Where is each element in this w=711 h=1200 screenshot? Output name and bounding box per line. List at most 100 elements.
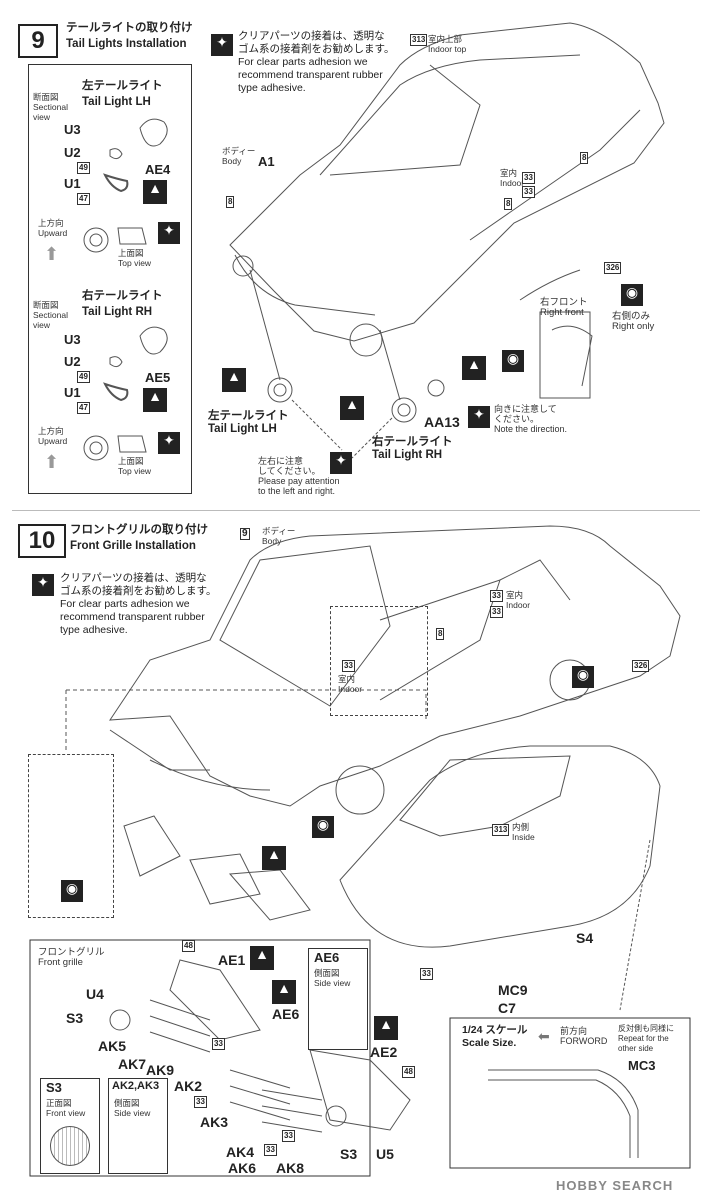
grille-paint-33-1: 33 — [212, 1038, 225, 1050]
upward-arrow-icon: ⬆ — [44, 452, 60, 472]
glue-icon: ✦ — [158, 222, 180, 244]
step9-paint-8b: 8 — [580, 152, 589, 164]
step10-callout-frame-pillar — [28, 754, 114, 918]
decal-icon: ▲ — [143, 388, 167, 412]
grille-ak5: AK5 — [98, 1038, 127, 1054]
step9-paint-33b: 33 — [522, 186, 535, 198]
grille-paint-48a: 48 — [182, 940, 195, 952]
grille-paint-33-4: 33 — [264, 1144, 277, 1156]
step10-c7: C7 — [498, 1000, 516, 1016]
rh-ae5: AE5 — [145, 370, 171, 385]
drill-icon: ◉ — [621, 284, 643, 306]
step9-paint-326: 326 — [604, 262, 622, 274]
step10-paint-33b: 33 — [490, 606, 503, 618]
grille-ak9: AK9 — [146, 1062, 175, 1078]
lh-title-en: Tail Light LH — [82, 96, 151, 108]
lh-part-u2: U2 — [64, 145, 81, 160]
step10-callout-frame-indoor — [330, 606, 428, 716]
lh-paint-49: 49 — [77, 162, 90, 174]
step9-title-en: Tail Lights Installation — [66, 38, 187, 50]
decal-icon: ▲ — [262, 846, 286, 870]
step10-paint-313: 313 — [492, 824, 510, 836]
lh-part-u1: U1 — [64, 176, 81, 191]
glue-icon: ✦ — [32, 574, 54, 596]
drill-icon: ◉ — [502, 350, 524, 372]
step10-note: クリアパーツの接着は、透明なゴム系の接着剤をお勧めします。 For clear … — [60, 572, 217, 636]
step9-part-a1: A1 — [258, 154, 275, 169]
decal-icon: ▲ — [374, 1016, 398, 1040]
step9-paint-33a: 33 — [522, 172, 535, 184]
step10-mc9: MC9 — [498, 982, 528, 998]
grille-ae1: AE1 — [218, 952, 246, 968]
decal-icon: ▲ — [250, 946, 274, 970]
glue-icon: ✦ — [330, 452, 352, 474]
lh-part-u3: U3 — [64, 122, 81, 137]
step9-paint-8a: 8 — [226, 196, 235, 208]
ae6-box-title: AE6 — [314, 950, 340, 965]
grille-ak3: AK3 — [200, 1114, 229, 1130]
step10-title-jp: フロントグリルの取り付け — [70, 524, 208, 536]
s3-lens-icon — [50, 1126, 90, 1166]
step10-paint-8: 8 — [436, 628, 445, 640]
grille-s3-bottom: S3 — [340, 1146, 358, 1162]
decal-icon: ▲ — [143, 180, 167, 204]
step9-number: 9 — [18, 24, 58, 58]
s3-front-view-box — [40, 1078, 100, 1174]
grille-paint-33-3: 33 — [282, 1130, 295, 1142]
rh-title-jp: 右テールライト — [82, 290, 163, 302]
step10-s4: S4 — [576, 930, 594, 946]
glue-icon: ✦ — [158, 432, 180, 454]
step9-subpanel-frame — [28, 64, 192, 494]
step9-title-jp: テールライトの取り付け — [66, 22, 193, 34]
upward-arrow-icon: ⬆ — [44, 244, 60, 264]
decal-icon: ▲ — [272, 980, 296, 1004]
glue-icon: ✦ — [211, 34, 233, 56]
step10-paint-33d: 33 — [420, 968, 433, 980]
step9-direction-note: 向きに注意してください。Note the direction. — [494, 404, 568, 434]
forward-arrow-icon: ⬅ — [538, 1028, 550, 1044]
step10-paint-326: 326 — [632, 660, 650, 672]
decal-icon: ▲ — [340, 396, 364, 420]
step10-paint-33c: 33 — [342, 660, 355, 672]
lh-title-jp: 左テールライト — [82, 80, 163, 92]
grille-ak2: AK2 — [174, 1078, 203, 1094]
step-divider — [12, 510, 700, 511]
lh-ae4: AE4 — [145, 162, 171, 177]
drill-icon: ◉ — [572, 666, 594, 688]
glue-icon: ✦ — [468, 406, 490, 428]
grille-ak7: AK7 — [118, 1056, 147, 1072]
rh-part-u1: U1 — [64, 385, 81, 400]
ak-box-title: AK2,AK3 — [112, 1080, 160, 1092]
s3-box-title: S3 — [46, 1080, 62, 1095]
decal-icon: ▲ — [462, 356, 486, 380]
step9-paint-313: 313 — [410, 34, 428, 46]
rh-part-u3: U3 — [64, 332, 81, 347]
drill-icon: ◉ — [61, 880, 83, 902]
grille-ae2: AE2 — [370, 1044, 398, 1060]
rh-part-u2: U2 — [64, 354, 81, 369]
rh-paint-49: 49 — [77, 371, 90, 383]
step10-number: 10 — [18, 524, 66, 558]
